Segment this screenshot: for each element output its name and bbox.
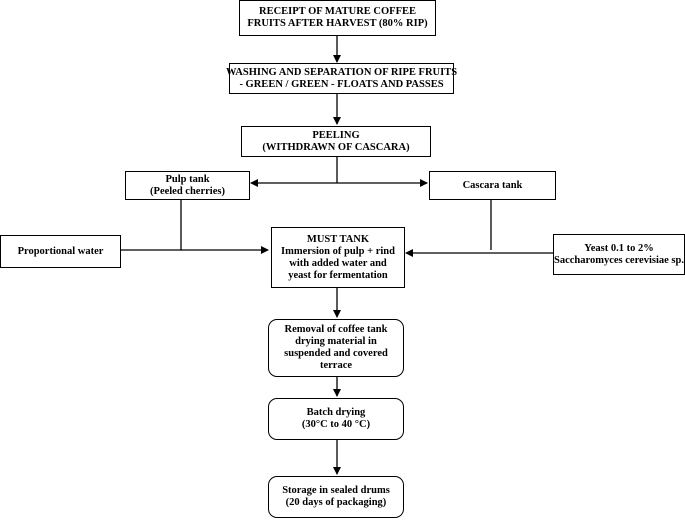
arrow-pulp-and-water-to-must-tank	[121, 199, 182, 251]
receipt-box: RECEIPT OF MATURE COFFEE FRUITS AFTER HA…	[239, 0, 436, 36]
must-tank-line-2: Immersion of pulp + rind	[281, 245, 395, 257]
peeling-box: PEELING (WITHDRAWN OF CASCARA)	[241, 126, 431, 157]
must-tank-box: MUST TANK Immersion of pulp + rind with …	[271, 227, 405, 288]
peeling-line-2: (WITHDRAWN OF CASCARA)	[262, 141, 410, 153]
removal-line-1: Removal of coffee tank	[284, 324, 388, 335]
proportional-water-label: Proportional water	[17, 245, 104, 257]
storage-box: Storage in sealed drums (20 days of pack…	[268, 476, 404, 518]
washing-line-2: - GREEN / GREEN - FLOATS AND PASSES	[239, 78, 444, 90]
removal-line-2: drying material in	[295, 336, 377, 347]
pulp-tank-box: Pulp tank (Peeled cherries)	[125, 171, 250, 200]
batch-drying-box: Batch drying (30°C to 40 °C)	[268, 398, 404, 440]
receipt-line-1: RECEIPT OF MATURE COFFEE	[258, 6, 417, 17]
proportional-water-box: Proportional water	[0, 235, 121, 268]
pulp-tank-line-1: Pulp tank	[165, 173, 210, 185]
washing-box: WASHING AND SEPARATION OF RIPE FRUITS - …	[225, 63, 458, 94]
cascara-tank-box: Cascara tank	[429, 171, 556, 200]
must-tank-line-3: with added water and	[289, 257, 387, 269]
washing-line-1: WASHING AND SEPARATION OF RIPE FRUITS	[225, 66, 458, 78]
storage-line-1: Storage in sealed drums	[282, 485, 390, 496]
must-tank-line-1: MUST TANK	[306, 233, 370, 245]
yeast-box: Yeast 0.1 to 2% Saccharomyces cerevisiae…	[553, 234, 685, 275]
removal-line-3: suspended and covered	[284, 348, 388, 359]
batch-drying-line-1: Batch drying	[306, 407, 366, 418]
removal-line-4: terrace	[319, 360, 353, 371]
yeast-line-2: Saccharomyces cerevisiae sp.	[554, 254, 684, 266]
yeast-line-1: Yeast 0.1 to 2%	[584, 242, 654, 254]
storage-line-2: (20 days of packaging)	[285, 497, 387, 508]
must-tank-line-4: yeast for fermentation	[288, 269, 388, 281]
pulp-tank-line-2: (Peeled cherries)	[150, 185, 225, 197]
peeling-line-1: PEELING	[312, 129, 360, 141]
batch-drying-line-2: (30°C to 40 °C)	[301, 419, 371, 430]
removal-box: Removal of coffee tank drying material i…	[268, 319, 404, 377]
cascara-tank-label: Cascara tank	[462, 179, 523, 191]
receipt-line-2: FRUITS AFTER HARVEST (80% RIP)	[247, 18, 428, 29]
